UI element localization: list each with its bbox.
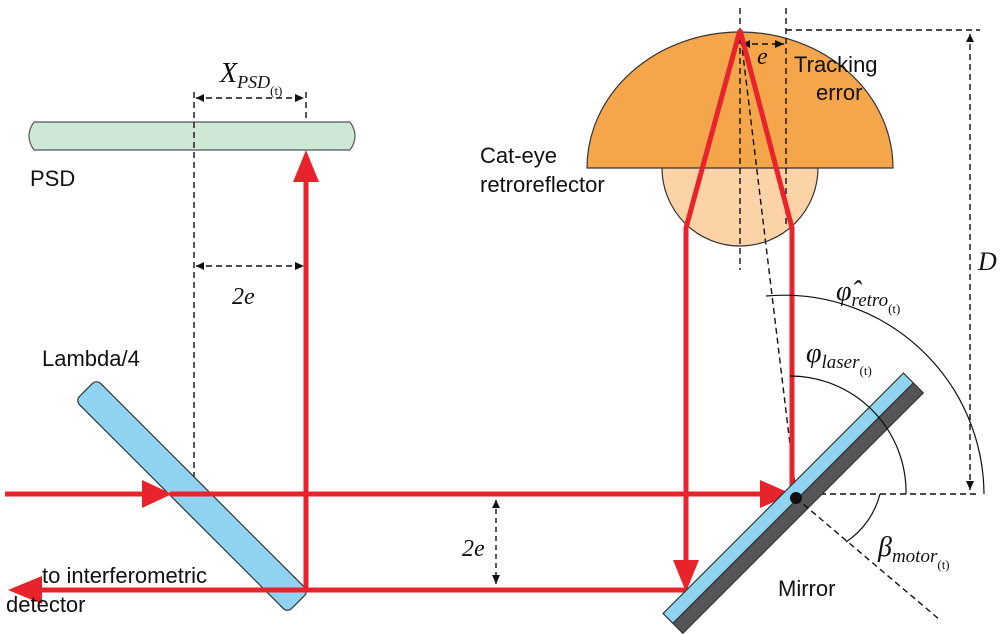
to-interferometer-label-line2: detector	[6, 592, 86, 617]
lambda-label: Lambda/4	[42, 346, 140, 371]
phi-laser-arc	[789, 375, 907, 495]
psd-detector	[28, 121, 356, 151]
psd-label: PSD	[30, 166, 75, 191]
cateye-label-line1: Cat-eye	[480, 143, 557, 168]
mirror-label: Mirror	[778, 576, 835, 601]
e-label: e	[757, 44, 768, 70]
return-beam-arrowhead	[8, 576, 42, 604]
two-e-mid-label: 2e	[462, 536, 485, 562]
to-interferometer-label-line1: to interferometric	[42, 563, 207, 588]
two-e-top-label: 2e	[232, 284, 255, 310]
psd-beam-arrowhead	[293, 150, 319, 182]
mirror-normal-line	[795, 497, 941, 621]
d-label: D	[977, 247, 997, 276]
phi-retro-label: φ̂retro(t)	[836, 276, 900, 316]
laser-input-arrowhead	[142, 480, 172, 508]
cateye-label-line2: retroreflector	[480, 172, 605, 197]
tracking-error-label-line2: error	[816, 80, 862, 105]
phi-retro-arc	[765, 294, 985, 495]
mirror-down-arrowhead	[673, 560, 699, 592]
beta-motor-label: βmotor(t)	[877, 532, 950, 572]
x-psd-label: XPSD(t)	[219, 58, 282, 98]
cateye-beam-left	[683, 29, 743, 560]
retro-direction-line	[739, 29, 797, 495]
phi-laser-label: φlaser(t)	[806, 338, 872, 378]
beta-motor-arc	[845, 493, 881, 543]
tracking-error-label-line1: Tracking	[794, 52, 878, 77]
cateye-beam-right	[737, 29, 795, 494]
laser-mirror-arrowhead	[760, 480, 792, 508]
